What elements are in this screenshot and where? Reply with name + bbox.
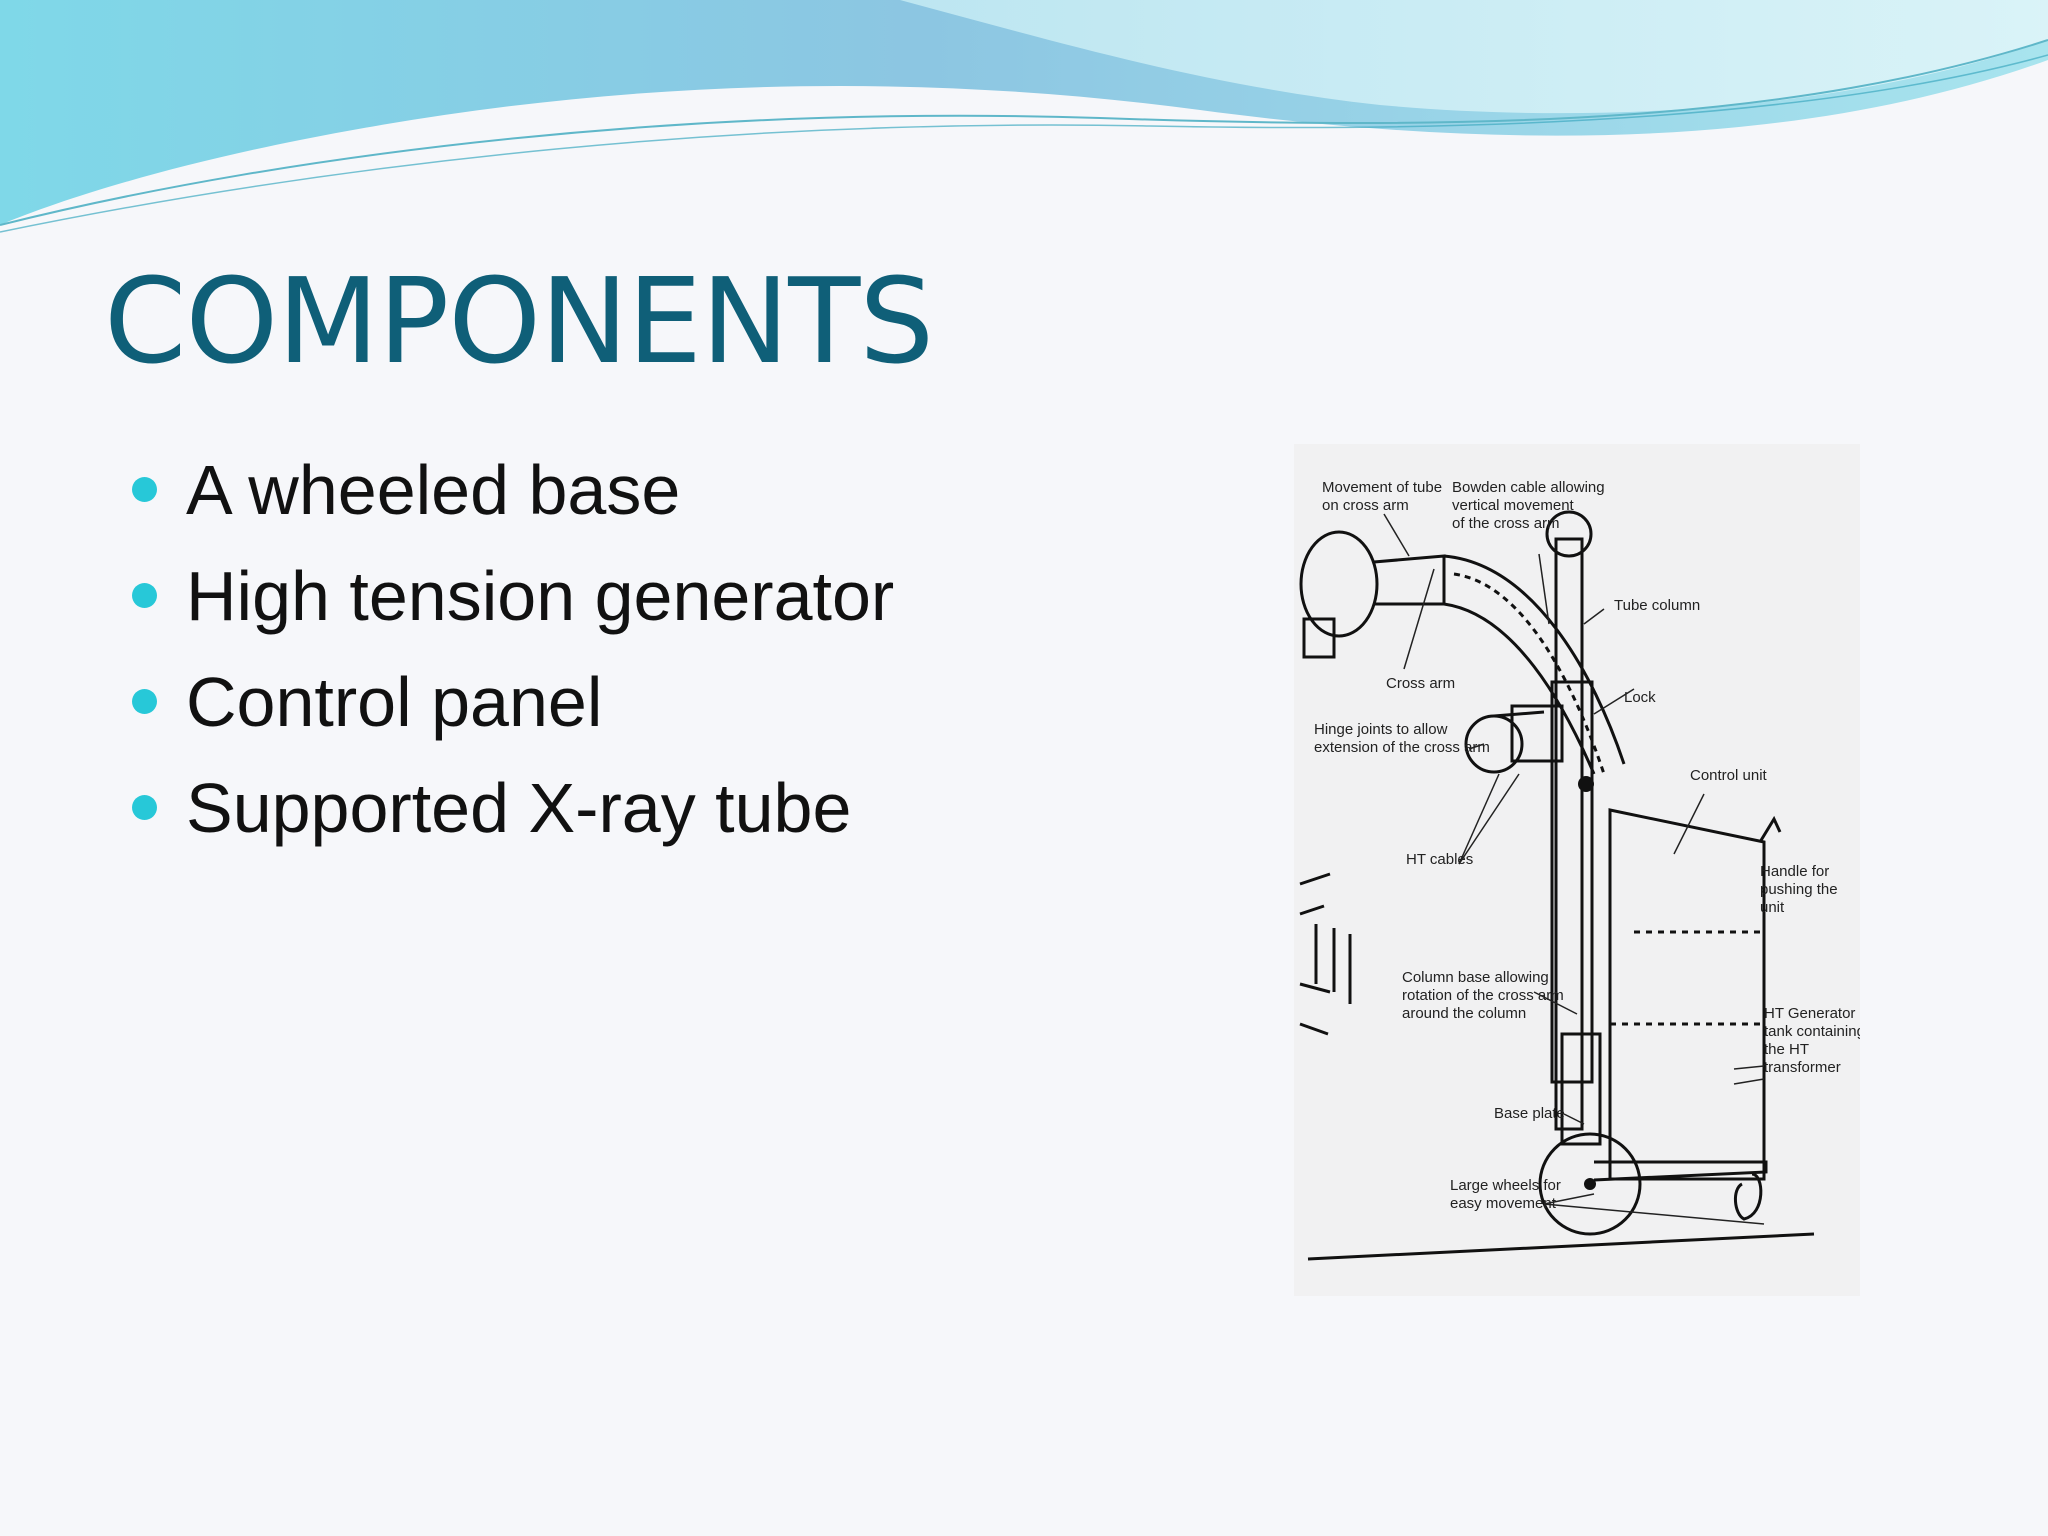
push-handle bbox=[1758, 815, 1782, 843]
diagram-drawing: Movement of tube on cross arm Bowden cab… bbox=[1299, 479, 1860, 1261]
bowden-pulley bbox=[1545, 510, 1593, 558]
label-bowden: vertical movement bbox=[1452, 497, 1575, 514]
label-large-wheels: easy movement bbox=[1450, 1195, 1557, 1212]
wheel-hub bbox=[1584, 1178, 1596, 1190]
control-unit-box bbox=[1608, 808, 1766, 1181]
label-bowden: Bowden cable allowing bbox=[1452, 479, 1605, 496]
label-large-wheels: Large wheels for bbox=[1450, 1177, 1561, 1194]
label-handle: unit bbox=[1760, 899, 1785, 916]
base-plate bbox=[1593, 1160, 1768, 1182]
bullet-item: Supported X-ray tube bbox=[126, 766, 894, 872]
bullet-item: High tension generator bbox=[126, 554, 894, 660]
label-ht-generator: tank containing bbox=[1764, 1023, 1860, 1040]
bullet-text: High tension generator bbox=[186, 557, 895, 635]
label-movement: on cross arm bbox=[1322, 497, 1409, 514]
scan-artifact bbox=[1299, 872, 1331, 1036]
label-tube-column: Tube column bbox=[1614, 597, 1700, 614]
bullet-text: Control panel bbox=[186, 663, 603, 741]
xray-tube-head bbox=[1299, 530, 1379, 638]
label-ht-generator: HT Generator bbox=[1764, 1005, 1855, 1022]
tube-housing-bottom bbox=[1302, 617, 1336, 659]
label-hinge: extension of the cross arm bbox=[1314, 739, 1490, 756]
bullet-list: A wheeled base High tension generator Co… bbox=[126, 448, 894, 872]
column-base bbox=[1560, 1032, 1602, 1146]
bullet-text: Supported X-ray tube bbox=[186, 769, 852, 847]
label-column-base: rotation of the cross arm bbox=[1402, 987, 1564, 1004]
tube-collimator bbox=[1373, 554, 1446, 606]
slide-title: COMPONENTS bbox=[104, 252, 934, 390]
label-handle: pushing the bbox=[1760, 881, 1838, 898]
label-ht-generator: the HT bbox=[1764, 1041, 1809, 1058]
bullet-dot-icon bbox=[132, 689, 157, 714]
bullet-item: Control panel bbox=[126, 660, 894, 766]
label-column-base: around the column bbox=[1402, 1005, 1526, 1022]
cross-arm-clamp bbox=[1510, 704, 1564, 763]
lock-knob bbox=[1578, 776, 1594, 792]
label-column-base: Column base allowing bbox=[1402, 969, 1549, 986]
label-movement: Movement of tube bbox=[1322, 479, 1442, 496]
header-wave-decoration bbox=[0, 0, 2048, 233]
label-bowden: of the cross arm bbox=[1452, 515, 1560, 532]
cross-arm bbox=[1443, 554, 1626, 765]
label-cross-arm: Cross arm bbox=[1386, 675, 1455, 692]
bullet-dot-icon bbox=[132, 583, 157, 608]
label-ht-generator: transformer bbox=[1764, 1059, 1841, 1076]
floor-line bbox=[1307, 1232, 1815, 1261]
bullet-dot-icon bbox=[132, 795, 157, 820]
column-sleeve bbox=[1550, 680, 1594, 1084]
label-control-unit: Control unit bbox=[1690, 767, 1768, 784]
label-base-plate: Base plate bbox=[1494, 1105, 1565, 1122]
tube-column bbox=[1554, 537, 1584, 1131]
label-handle: Handle for bbox=[1760, 863, 1829, 880]
bullet-text: A wheeled base bbox=[186, 451, 681, 529]
hinge-link bbox=[1493, 710, 1545, 718]
label-lock: Lock bbox=[1624, 689, 1656, 706]
bullet-dot-icon bbox=[132, 477, 157, 502]
caster-wheel bbox=[1734, 1172, 1763, 1221]
label-hinge: Hinge joints to allow bbox=[1314, 721, 1448, 738]
large-wheel bbox=[1538, 1132, 1642, 1236]
bullet-item: A wheeled base bbox=[126, 448, 894, 554]
mobile-xray-unit-diagram: Movement of tube on cross arm Bowden cab… bbox=[1294, 444, 1860, 1296]
label-ht-cables: HT cables bbox=[1406, 851, 1473, 868]
